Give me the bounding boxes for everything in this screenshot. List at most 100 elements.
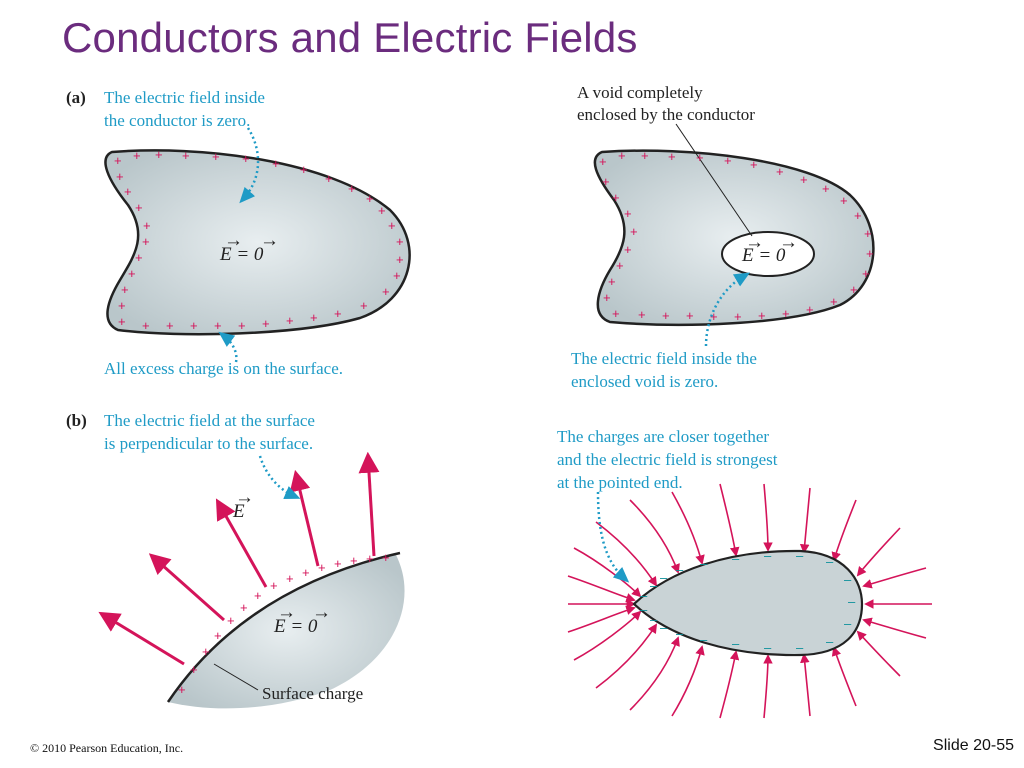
- copyright-text: © 2010 Pearson Education, Inc.: [30, 741, 184, 755]
- minus-charge: –: [848, 594, 856, 609]
- minus-charge: –: [676, 562, 684, 577]
- minus-charge: –: [732, 636, 740, 651]
- plus-charge: +: [776, 164, 784, 179]
- field-lines-pointed: [567, 483, 932, 719]
- plus-charge: +: [624, 242, 632, 257]
- void-pointer-line: [675, 123, 753, 237]
- slide-title: Conductors and Electric Fields: [62, 14, 638, 61]
- plus-charge: +: [135, 200, 143, 215]
- field-eq-surface: E = 0: [273, 616, 318, 637]
- plus-charge: +: [254, 588, 262, 603]
- panel-a-label: (a): [66, 88, 86, 107]
- void-caption-1: The electric field inside the: [571, 349, 757, 368]
- plus-charge: +: [366, 551, 374, 566]
- slide-number: Slide 20-55: [933, 737, 1014, 754]
- plus-charge: +: [190, 318, 198, 333]
- plus-charge: +: [850, 282, 858, 297]
- plus-charge: +: [214, 318, 222, 333]
- plus-charge: +: [612, 306, 620, 321]
- plus-charge: +: [822, 181, 830, 196]
- plus-charge: +: [334, 556, 342, 571]
- minus-charge: –: [826, 554, 834, 569]
- conductor-shape-surface: [168, 553, 405, 709]
- plus-charge: +: [612, 190, 620, 205]
- vec-arrow-a-0: →: [260, 230, 279, 251]
- plus-charge: +: [242, 151, 250, 166]
- plus-charge: +: [118, 298, 126, 313]
- plus-charge: +: [616, 258, 624, 273]
- plus-charge: +: [830, 294, 838, 309]
- plus-charge: +: [360, 298, 368, 313]
- plus-charge: +: [758, 308, 766, 323]
- plus-charge: +: [382, 284, 390, 299]
- conductor-surface-edge: [166, 551, 401, 703]
- plus-charge: +: [166, 318, 174, 333]
- plus-charge: +: [334, 306, 342, 321]
- plus-charge: +: [724, 153, 732, 168]
- minus-charge: –: [844, 572, 852, 587]
- plus-charge: +: [388, 218, 396, 233]
- panel-b-pointed: The charges are closer together and the …: [557, 427, 932, 719]
- plus-charges-b: + + + + + + + + + + + + + + + + + + + +: [599, 148, 874, 324]
- panel-b-label: (b): [66, 411, 87, 430]
- plus-charge: +: [668, 149, 676, 164]
- plus-charge: +: [300, 162, 308, 177]
- plus-charge: +: [270, 578, 278, 593]
- plus-charge: +: [618, 148, 626, 163]
- plus-charge: +: [135, 250, 143, 265]
- minus-charge: –: [640, 588, 648, 603]
- plus-charge: +: [602, 174, 610, 189]
- void-eq: E = 0: [741, 245, 786, 266]
- minus-charge: –: [700, 556, 708, 571]
- plus-charge: +: [378, 203, 386, 218]
- plus-charge: +: [182, 148, 190, 163]
- plus-charges-surface: + + + + + + + + + + + + + + +: [178, 550, 390, 697]
- plus-charge: +: [214, 628, 222, 643]
- plus-charge: +: [262, 316, 270, 331]
- void-label-1: A void completely: [577, 83, 703, 102]
- minus-charge: –: [640, 602, 648, 617]
- plus-charge: +: [202, 644, 210, 659]
- plus-charge: +: [866, 246, 874, 261]
- plus-charge: +: [325, 171, 333, 186]
- minus-charge: –: [764, 548, 772, 563]
- minus-charge: –: [732, 551, 740, 566]
- plus-charge: +: [854, 208, 862, 223]
- plus-charges-a: + + + + + + + + + + + + + + + + + + + +: [114, 147, 404, 333]
- minus-charge: –: [764, 640, 772, 655]
- panel-a-conductor: (a) The electric field inside the conduc…: [66, 88, 411, 378]
- plus-charge: +: [382, 550, 390, 565]
- plus-charge: +: [864, 226, 872, 241]
- minus-charges-pointed: – – – – – – – – – – – – – – – – – – – –: [640, 548, 856, 655]
- vec-arrow-void-e: →: [745, 232, 764, 253]
- plus-charge: +: [272, 156, 280, 171]
- panel-a-caption-top-2: the conductor is zero.: [104, 111, 250, 130]
- plus-charge: +: [133, 148, 141, 163]
- plus-charge: +: [396, 234, 404, 249]
- plus-charge: +: [121, 282, 129, 297]
- plus-charge: +: [862, 266, 870, 281]
- minus-charge: –: [650, 612, 658, 627]
- panel-a-void-conductor: A void completely enclosed by the conduc…: [571, 83, 875, 391]
- plus-charge: +: [318, 560, 326, 575]
- surface-label-pointer: [213, 663, 259, 691]
- vec-arrow-surf-e: →: [277, 602, 296, 623]
- vec-arrow-field-e: →: [235, 487, 254, 508]
- dotted-arrow-surface: [258, 455, 301, 499]
- plus-charge: +: [118, 314, 126, 329]
- plus-charge: +: [624, 206, 632, 221]
- plus-charge: +: [143, 218, 151, 233]
- plus-charge: +: [286, 313, 294, 328]
- void-caption-2: enclosed void is zero.: [571, 372, 718, 391]
- plus-charge: +: [350, 553, 358, 568]
- minus-charge: –: [796, 640, 804, 655]
- plus-charge: +: [630, 224, 638, 239]
- plus-charge: +: [178, 682, 186, 697]
- minus-charge: –: [826, 634, 834, 649]
- field-symbol-e: E: [232, 501, 245, 522]
- panel-a-caption-top-1: The electric field inside: [104, 88, 265, 107]
- plus-charge: +: [155, 147, 163, 162]
- panel-a-caption-bottom: All excess charge is on the surface.: [104, 359, 343, 378]
- panel-b-caption-2: is perpendicular to the surface.: [104, 434, 313, 453]
